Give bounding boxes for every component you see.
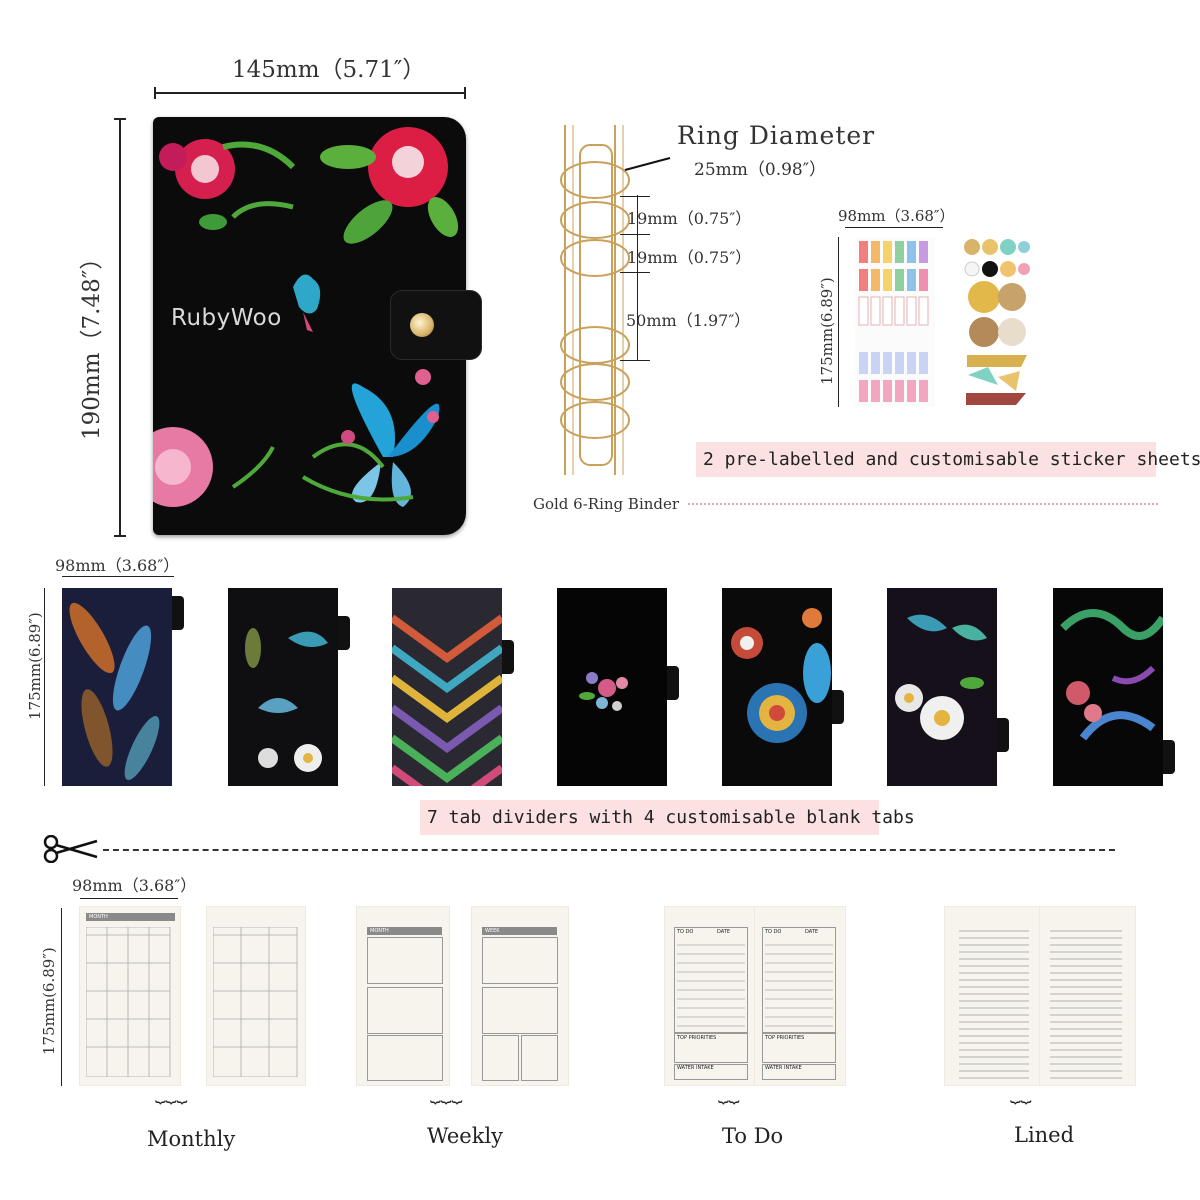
todo-label: To Do — [722, 1124, 784, 1148]
monthly-header: MONTH — [86, 913, 175, 921]
planner-cover: RubyWoo — [153, 117, 466, 535]
monthly-page-left: MONTH — [80, 907, 180, 1085]
divider-tab-3[interactable] — [502, 640, 514, 674]
todo-right-priorities: TOP PRIORITIES — [765, 1035, 805, 1041]
weekly-page-left: MONTH — [357, 907, 449, 1085]
monthly-page-right — [207, 907, 305, 1085]
sticker-caption: 2 pre-labelled and customisable sticker … — [696, 442, 1200, 477]
todo-right-date: DATE — [805, 929, 819, 935]
cover-brand-text: RubyWoo — [171, 305, 282, 331]
divider-tab-6[interactable] — [997, 718, 1009, 752]
divider-height-label: 175mm(6.89″) — [26, 612, 44, 720]
cover-clasp-strap — [390, 290, 482, 360]
cover-floral-embroidery — [153, 127, 459, 507]
todo-left-date: DATE — [717, 929, 731, 935]
divider-dragons — [1053, 588, 1163, 786]
ring-spacing-1: 19mm（0.75″） — [627, 209, 752, 228]
ring-diameter-title: Ring Diameter — [677, 121, 876, 150]
insert-width-label: 98mm（3.68″） — [72, 876, 197, 895]
sticker-width-label: 98mm（3.68″） — [838, 207, 955, 225]
cover-width-label: 145mm（5.71″） — [232, 57, 426, 83]
gold-rings-illustration — [560, 125, 671, 475]
weekly-left-header: MONTH — [367, 927, 442, 935]
divider-tab-4[interactable] — [667, 666, 679, 700]
divider-bouquet — [557, 588, 667, 786]
divider-hummingbirds — [228, 588, 338, 786]
weekly-right-header: WEEK — [482, 927, 557, 935]
lined-page-right — [1040, 907, 1135, 1085]
ring-spacing-3: 50mm（1.97″） — [626, 311, 751, 330]
todo-left-title: TO DO — [677, 929, 694, 935]
divider-caption: 7 tab dividers with 4 customisable blank… — [420, 800, 915, 835]
todo-left-water: WATER INTAKE — [677, 1065, 714, 1071]
divider-tab-7[interactable] — [1163, 740, 1175, 774]
insert-height-label: 175mm(6.89″) — [40, 947, 58, 1055]
monthly-brace: ⏟⏟⏟ — [155, 1083, 188, 1104]
todo-right-water: WATER INTAKE — [765, 1065, 802, 1071]
divider-mandala — [722, 588, 832, 786]
divider-tab-2[interactable] — [338, 616, 350, 650]
divider-tab-5[interactable] — [832, 690, 844, 724]
ring-diameter-value: 25mm（0.98″） — [694, 160, 827, 180]
todo-brace: ⏟⏟ — [718, 1083, 740, 1104]
divider-feathers — [62, 588, 172, 786]
todo-page-left: TO DO DATE TOP PRIORITIES WATER INTAKE — [665, 907, 755, 1085]
weekly-brace: ⏟⏟⏟ — [430, 1083, 463, 1104]
divider-zigzag — [392, 588, 502, 786]
ring-spacing-2: 19mm（0.75″） — [627, 248, 752, 267]
lined-label: Lined — [1014, 1123, 1075, 1147]
scissors-icon — [43, 835, 98, 863]
divider-width-label: 98mm（3.68″） — [55, 556, 180, 575]
lined-brace: ⏟⏟ — [1010, 1083, 1032, 1104]
sticker-height-label: 175mm(6.89″) — [818, 277, 836, 385]
sticker-sheet-labels — [855, 237, 935, 407]
todo-page-right: TO DO DATE TOP PRIORITIES WATER INTAKE — [755, 907, 845, 1085]
cover-snap-button — [410, 313, 434, 337]
todo-left-priorities: TOP PRIORITIES — [677, 1035, 717, 1041]
weekly-page-right: WEEK — [472, 907, 568, 1085]
weekly-label: Weekly — [427, 1124, 504, 1148]
divider-hummingbird-daisies — [887, 588, 997, 786]
binder-dotted-line — [688, 503, 1158, 505]
lined-page-left — [945, 907, 1040, 1085]
monthly-label: Monthly — [147, 1127, 236, 1151]
sticker-sheet-decorative — [964, 239, 1030, 405]
divider-tab-1[interactable] — [172, 596, 184, 630]
todo-right-title: TO DO — [765, 929, 782, 935]
cover-height-label: 190mm（7.48″） — [79, 246, 105, 440]
binder-caption: Gold 6-Ring Binder — [533, 495, 680, 513]
